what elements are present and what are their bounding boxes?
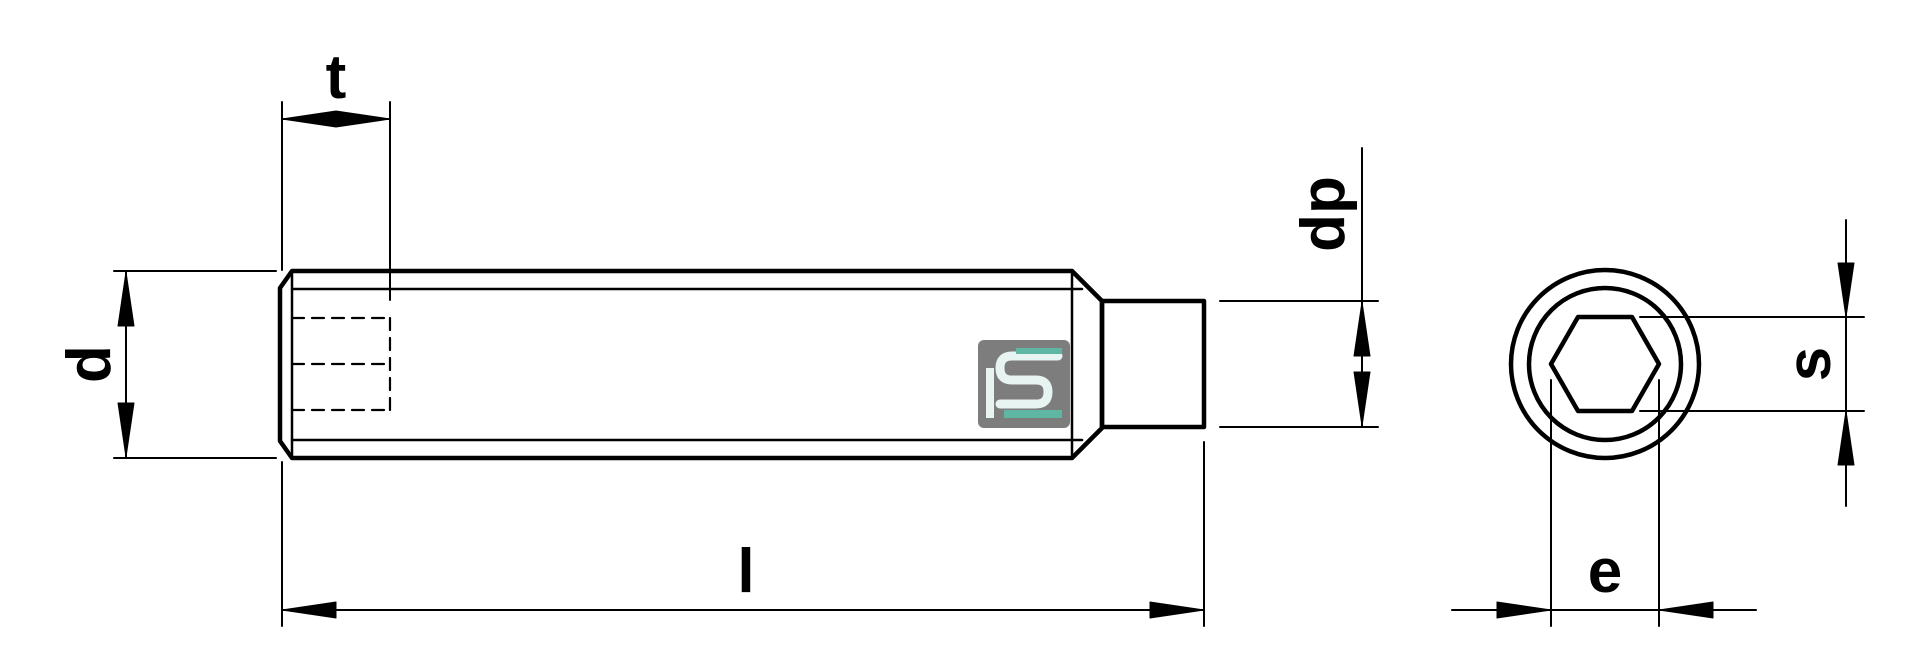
e-arrow-right [1658, 601, 1714, 619]
dimension-l: l [281, 441, 1205, 627]
label-t: t [326, 43, 347, 112]
dimension-t: t [281, 43, 391, 301]
dp-arrow-bottom [1353, 371, 1371, 427]
hex-socket [1548, 314, 1662, 414]
end-view-inner-circle [1526, 285, 1684, 443]
s-arrow-top [1837, 262, 1855, 318]
screw-side-view [277, 268, 1207, 461]
d-arrow-top [117, 271, 135, 327]
t-arrow-right [335, 110, 391, 128]
screw-end-view [1508, 267, 1702, 461]
dimension-dp: dp [1219, 147, 1379, 428]
label-dp: dp [1289, 176, 1358, 252]
t-arrow-left [281, 110, 337, 128]
label-e: e [1588, 537, 1622, 606]
logo-accent-top [1016, 348, 1062, 354]
label-s: s [1775, 347, 1844, 381]
dimension-s: s [1639, 219, 1865, 507]
dimension-e: e [1451, 379, 1757, 627]
label-d: d [55, 345, 124, 383]
logo-s-mark [995, 351, 1063, 409]
d-arrow-bottom [117, 402, 135, 458]
l-arrow-right [1149, 601, 1205, 619]
brand-logo [978, 340, 1070, 428]
l-arrow-left [281, 601, 337, 619]
dog-point [1099, 298, 1207, 430]
e-arrow-left [1496, 601, 1552, 619]
logo-accent [1004, 410, 1062, 418]
end-view-outer-circle [1508, 267, 1702, 461]
dp-arrow-top [1353, 301, 1371, 357]
label-l: l [737, 537, 754, 606]
dimension-d: d [55, 270, 277, 459]
s-arrow-bottom [1837, 410, 1855, 466]
